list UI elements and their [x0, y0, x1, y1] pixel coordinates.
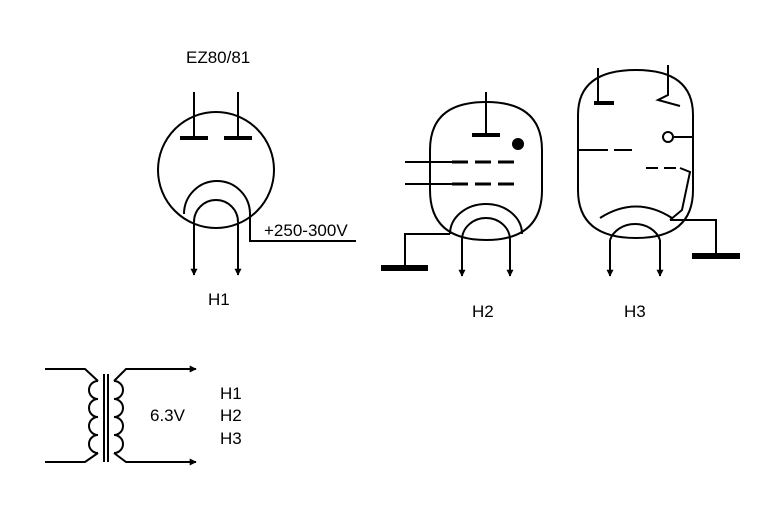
- primary-bottom-lead: [45, 452, 99, 463]
- internal-connection-dot: [512, 138, 524, 150]
- hv-supply-label: +250-300V: [264, 221, 348, 240]
- electrode-ring: [662, 131, 674, 143]
- heater-inner-arc: [193, 199, 239, 223]
- tube-type-label: EZ80/81: [186, 48, 250, 67]
- cathode-hv-lead: [249, 214, 356, 242]
- heater-label-h3: H3: [624, 302, 646, 321]
- dual-section-tube-symbol: [577, 65, 740, 277]
- heater-label-h2: H2: [472, 302, 494, 321]
- heater-inner-arc: [461, 217, 511, 241]
- secondary-top-output: [113, 365, 197, 382]
- cathode-ground-lead: [670, 219, 717, 256]
- cathode-arc: [599, 205, 673, 219]
- tube-envelope: [429, 100, 543, 242]
- anode-lead-right: [655, 65, 681, 107]
- primary-winding: [88, 380, 99, 454]
- heater-inner-arc: [609, 223, 661, 241]
- tube-envelope: [157, 111, 275, 229]
- output-label-h2: H2: [220, 406, 242, 425]
- pentode-tube-symbol: [381, 92, 543, 277]
- heater-transformer-symbol: [45, 365, 197, 466]
- cathode-ground-lead: [404, 233, 450, 268]
- primary-top-lead: [45, 368, 99, 382]
- transformer-voltage-label: 6.3V: [150, 406, 186, 425]
- cathode-outer-arc: [449, 203, 523, 235]
- output-label-h1: H1: [220, 384, 242, 403]
- output-label-h3: H3: [220, 429, 242, 448]
- rectifier-tube-symbol: [157, 92, 356, 276]
- secondary-bottom-output: [113, 452, 197, 466]
- secondary-winding: [113, 380, 124, 454]
- heater-label-h1: H1: [208, 290, 230, 309]
- tube-envelope: [577, 68, 694, 240]
- cathode-outer-arc: [183, 180, 251, 215]
- grid-right-lead: [669, 167, 692, 221]
